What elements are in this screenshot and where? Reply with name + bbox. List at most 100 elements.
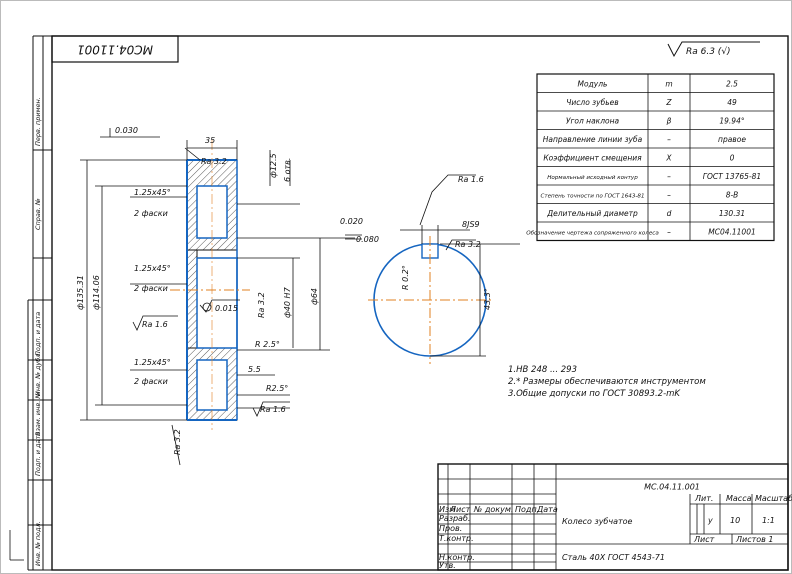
rotated-stamp: МС04.11001 bbox=[51, 35, 179, 63]
note-3: 3.Общие допуски по ГОСТ 30893.2-mK bbox=[508, 389, 681, 399]
ra-left: Ra 1.6 bbox=[142, 320, 168, 329]
tb-hdr-3: Подп. bbox=[515, 505, 539, 514]
ra-bore: Ra 3.2 bbox=[257, 292, 266, 318]
radius-b: R2.5° bbox=[266, 384, 288, 393]
title-block: МС.04.11.001 Колесо зубчатое Сталь 40Х Г… bbox=[437, 463, 792, 571]
note-1: 1.НВ 248 ... 293 bbox=[508, 365, 577, 375]
tb-hdr-0: Изм bbox=[439, 505, 455, 514]
axis-indicator bbox=[9, 530, 24, 561]
side-label-2: Подп. и дата bbox=[34, 312, 42, 356]
side-label-1: Справ. № bbox=[34, 198, 42, 230]
param-value: 2.5 bbox=[726, 79, 738, 88]
d64: ф64 bbox=[310, 288, 319, 305]
tb-col-mass: Масса bbox=[726, 494, 752, 503]
ra-key-top: Ra 1.6 bbox=[458, 175, 484, 184]
tb-col-scale: Масштаб bbox=[755, 494, 792, 503]
param-symbol: – bbox=[667, 227, 671, 236]
chamfer-2-n: 2 фаски bbox=[134, 284, 168, 293]
tb-part-name: Колесо зубчатое bbox=[562, 517, 633, 526]
width-dim: 35 bbox=[205, 136, 215, 145]
parallel-tol: 0.020 bbox=[340, 217, 363, 226]
chamfer-2: 1.25x45° bbox=[134, 264, 171, 273]
param-symbol: d bbox=[667, 209, 672, 218]
tb-hdr-1: Лист bbox=[449, 505, 471, 514]
param-name: Модуль bbox=[578, 79, 608, 88]
param-value: МС04.11001 bbox=[708, 227, 756, 236]
param-symbol: – bbox=[667, 172, 671, 181]
hub-holes: 6 отв. bbox=[283, 158, 292, 182]
tb-sheet: Лист bbox=[693, 535, 715, 544]
key-depth: 43.3° bbox=[483, 288, 492, 310]
param-value: ГОСТ 13765-81 bbox=[703, 172, 761, 181]
svg-text:МС04.11001: МС04.11001 bbox=[77, 43, 153, 57]
outer-diameter: ф135.31 bbox=[76, 275, 85, 310]
flatness-tol: 0.015 bbox=[215, 304, 238, 313]
side-label-6: Инв. № подл. bbox=[34, 521, 42, 566]
side-label-3: Инв. № дубл. bbox=[34, 352, 42, 396]
chamfer-1: 1.25x45° bbox=[134, 188, 171, 197]
key-radius: R 0.2° bbox=[401, 265, 410, 290]
hub-diameter: ф12.5 bbox=[269, 153, 278, 178]
param-value: 8-B bbox=[726, 190, 739, 199]
chamfer-3: 1.25x45° bbox=[134, 358, 171, 367]
tb-col-lit: Лит. bbox=[694, 494, 713, 503]
dim-55: 5.5 bbox=[248, 365, 261, 374]
side-label-5: Подп. и дата bbox=[34, 432, 42, 476]
tb-material: Сталь 40Х ГОСТ 4543-71 bbox=[562, 553, 665, 562]
param-name: Угол наклона bbox=[566, 116, 620, 125]
chamfer-1-n: 2 фаски bbox=[134, 209, 168, 218]
tb-sheets: Листов 1 bbox=[735, 535, 774, 544]
bore-diameter: ф40 H7 bbox=[283, 286, 292, 318]
tb-row-2: Т.контр. bbox=[439, 534, 474, 543]
param-name: Степень точности по ГОСТ 1643-81 bbox=[540, 193, 644, 199]
ra-key-side: Ra 3.2 bbox=[455, 240, 481, 249]
param-name: Коэффициент смещения bbox=[543, 153, 642, 162]
param-symbol: Z bbox=[665, 98, 672, 107]
root-diameter: ф114.06 bbox=[92, 275, 101, 310]
tb-hdr-4: Дата bbox=[536, 505, 558, 514]
tb-scale: 1:1 bbox=[762, 516, 775, 525]
keyway-dims bbox=[345, 174, 520, 357]
roughness-general: Ra 6.3 (√) bbox=[667, 41, 760, 58]
radius-a: R 2.5° bbox=[255, 340, 280, 349]
ra-bottom-2: Ra 3.2 bbox=[173, 429, 182, 455]
runout-label: 0.030 bbox=[115, 126, 138, 135]
drawing-frame bbox=[51, 35, 789, 571]
side-label-4: Взам. инв. № bbox=[34, 392, 42, 436]
gear-section bbox=[170, 140, 250, 430]
key-width: 8JS9 bbox=[462, 220, 480, 229]
tb-designation: МС.04.11.001 bbox=[644, 483, 700, 492]
symmetry-tol: 0.080 bbox=[356, 235, 379, 244]
tb-row-0: Разраб. bbox=[439, 514, 470, 523]
param-name: Число зубьев bbox=[566, 98, 618, 107]
param-value: правое bbox=[718, 135, 746, 144]
param-name: Направление линии зуба bbox=[543, 135, 643, 144]
param-value: 19.94° bbox=[719, 116, 744, 125]
left-strip bbox=[27, 35, 52, 571]
tb-hdr-2: № докум. bbox=[473, 505, 513, 514]
param-value: 0 bbox=[730, 153, 735, 162]
note-2: 2.* Размеры обеспечиваются инструментом bbox=[508, 377, 706, 387]
param-name: Нормальный исходный контур bbox=[547, 175, 638, 181]
gear-dimension-lines bbox=[80, 128, 355, 466]
ra-top: Ra 3.2 bbox=[201, 157, 227, 166]
chamfer-3-n: 2 фаски bbox=[134, 377, 168, 386]
roughness-marks bbox=[132, 299, 290, 417]
tb-row-1: Пров. bbox=[439, 524, 462, 533]
param-symbol: X bbox=[665, 153, 672, 162]
param-symbol: β bbox=[667, 116, 672, 125]
tb-lit: у bbox=[707, 516, 713, 525]
svg-text:Ra 6.3 (√): Ra 6.3 (√) bbox=[686, 46, 731, 57]
side-label-0: Перв. примен. bbox=[34, 97, 42, 146]
param-symbol: m bbox=[665, 79, 672, 88]
tb-row-3: Н.контр. bbox=[439, 553, 475, 562]
tb-mass: 10 bbox=[730, 516, 740, 525]
param-value: 49 bbox=[727, 98, 737, 107]
tb-row-4: Утв. bbox=[439, 561, 456, 570]
param-symbol: – bbox=[667, 190, 671, 199]
keyway-section bbox=[368, 236, 492, 364]
param-value: 130.31 bbox=[719, 209, 745, 218]
